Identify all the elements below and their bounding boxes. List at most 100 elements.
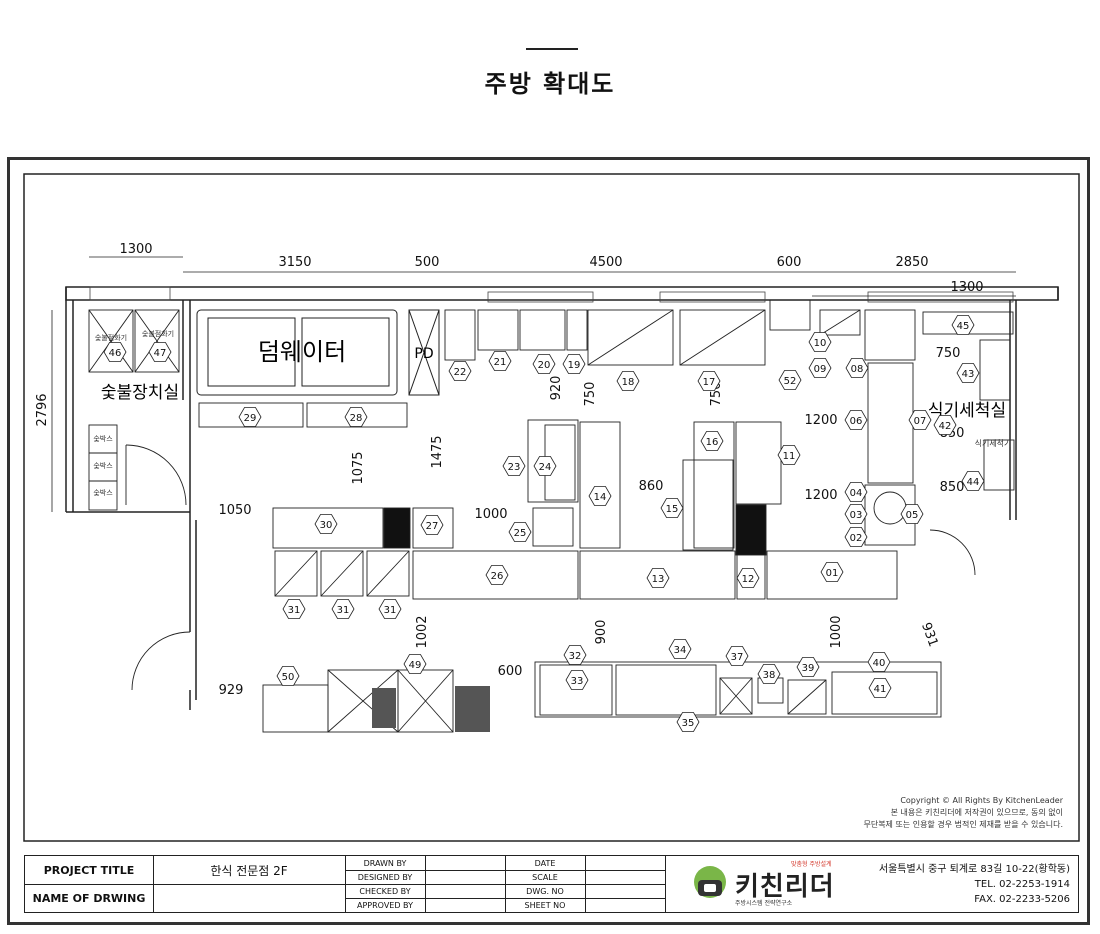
dim-1200-b: 1200 [804,488,837,503]
equipment-tag-label: 44 [967,477,980,488]
equipment-tag-label: 33 [571,676,584,687]
dim-2796: 2796 [35,393,50,426]
company-address: 서울특별시 중구 퇴계로 83길 10-22(황학동) [878,864,1070,875]
equipment-tag-03: 03 [844,504,868,524]
logo-slogan: 맞춤형 주방설계 [791,861,832,868]
equipment-tag-07: 07 [908,410,932,430]
equipment-tag-label: 27 [426,521,439,532]
charcoal-room-label: 숯불장치실 [101,383,179,403]
equipment-tag-06: 06 [844,410,868,430]
equipment-tag-23: 23 [502,456,526,476]
dwg-no-label: DWG. NO [526,886,564,896]
dim-3150: 3150 [278,255,311,270]
copyright-line-3: 무단복제 또는 인용할 경우 법적인 제재를 받을 수 있습니다. [863,820,1063,829]
dim-1300: 1300 [119,242,152,257]
equipment-tag-label: 30 [320,520,333,531]
equipment-tag-40: 40 [867,652,891,672]
pd-label: PD [414,346,433,362]
equipment-tag-11: 11 [777,445,801,465]
copyright-block: Copyright © All Rights By KitchenLeader … [863,796,1063,829]
equipment-tag-label: 45 [957,321,970,332]
equipment-tag-26: 26 [485,565,509,585]
equipment-tag-label: 01 [826,568,839,579]
company-tel: TEL. 02-2253-1914 [974,879,1070,890]
dumbwaiter-label: 덤웨이터 [258,338,346,366]
dim-750-c: 750 [936,346,961,361]
equipment-tag-label: 05 [906,510,919,521]
dim-860: 860 [639,479,664,494]
equipment-tag-label: 39 [802,663,815,674]
equipment-tag-25: 25 [508,522,532,542]
equipment-tag-47: 47 [148,342,172,362]
charcoal-box-label-3: 숯박스 [93,488,113,497]
equipment-tag-14: 14 [588,486,612,506]
logo-subtitle: 주방시스템 전략연구소 [735,900,793,907]
equipment-tag-20: 20 [532,354,556,374]
equipment-tag-17: 17 [697,371,721,391]
approved-by-label: APPROVED BY [356,900,413,910]
equipment-tag-label: 13 [652,574,665,585]
equipment-tag-label: 18 [622,377,635,388]
equipment-tag-label: 08 [851,364,864,375]
equipment-tag-52: 52 [778,370,802,390]
dim-750-a: 750 [583,382,598,407]
equipment-tag-16: 16 [700,431,724,451]
equipment-tag-label: 52 [784,376,797,387]
date-label: DATE [534,858,556,868]
equipment-tag-label: 26 [491,571,504,582]
equipment-tag-13: 13 [646,568,670,588]
charcoal-box-label-2: 숯박스 [93,461,113,470]
company-fax: FAX. 02-2233-5206 [974,894,1070,905]
equipment-tag-50: 50 [276,666,300,686]
equipment-tag-42: 42 [933,415,957,435]
dim-2850: 2850 [895,255,928,270]
equipment-tag-label: 50 [282,672,295,683]
equipment-tag-09: 09 [808,358,832,378]
equipment-tag-02: 02 [844,527,868,547]
logo-text: 키친리더 [735,872,835,902]
equipment-tag-35: 35 [676,712,700,732]
equipment-tag-label: 29 [244,413,257,424]
sheet-no-label: SHEET NO [524,900,566,910]
drawn-by-label: DRAWN BY [363,858,407,868]
equipment-tag-31: 31 [282,599,306,619]
equipment-tag-01: 01 [820,562,844,582]
equipment-tag-label: 31 [337,605,350,616]
equipment-tag-label: 09 [814,364,827,375]
equipment-tag-label: 35 [682,718,695,729]
equipment-tag-46: 46 [103,342,127,362]
equipment-tag-label: 28 [350,413,363,424]
equipment-tag-28: 28 [344,407,368,427]
dim-500: 500 [415,255,440,270]
equipment-tag-12: 12 [736,568,760,588]
equipment-tag-label: 42 [939,421,952,432]
equipment-tag-30: 30 [314,514,338,534]
copyright-line-2: 본 내용은 키친리더에 저작권이 있으므로, 동의 없이 [890,808,1063,817]
dim-1200-a: 1200 [804,413,837,428]
equipment-tag-45: 45 [951,315,975,335]
drawing-frame [7,157,1090,925]
equipment-tag-43: 43 [956,363,980,383]
equipment-tag-label: 04 [850,488,863,499]
equipment-tag-31: 31 [331,599,355,619]
company-contact: 서울특별시 중구 퇴계로 83길 10-22(황학동) TEL. 02-2253… [879,862,1070,907]
equipment-tag-label: 21 [494,357,507,368]
equipment-tag-label: 40 [873,658,886,669]
equipment-tag-41: 41 [868,678,892,698]
drawing-inner-border [23,173,1080,842]
equipment-tag-label: 11 [783,451,796,462]
dim-929: 929 [219,683,244,698]
equipment-tag-39: 39 [796,657,820,677]
equipment-tag-29: 29 [238,407,262,427]
equipment-outlines [131,299,1015,733]
charcoal-lighter-label-2: 숯불점화기 [142,329,174,338]
copyright-line-1: Copyright © All Rights By KitchenLeader [900,796,1063,805]
equipment-tag-label: 24 [539,462,552,473]
equipment-tag-18: 18 [616,371,640,391]
equipment-tag-32: 32 [563,645,587,665]
equipment-tag-27: 27 [420,515,444,535]
dim-920: 920 [549,376,564,401]
equipment-tag-label: 17 [703,377,716,388]
equipment-tag-38: 38 [757,664,781,684]
charcoal-box-label-1: 숯박스 [93,434,113,443]
